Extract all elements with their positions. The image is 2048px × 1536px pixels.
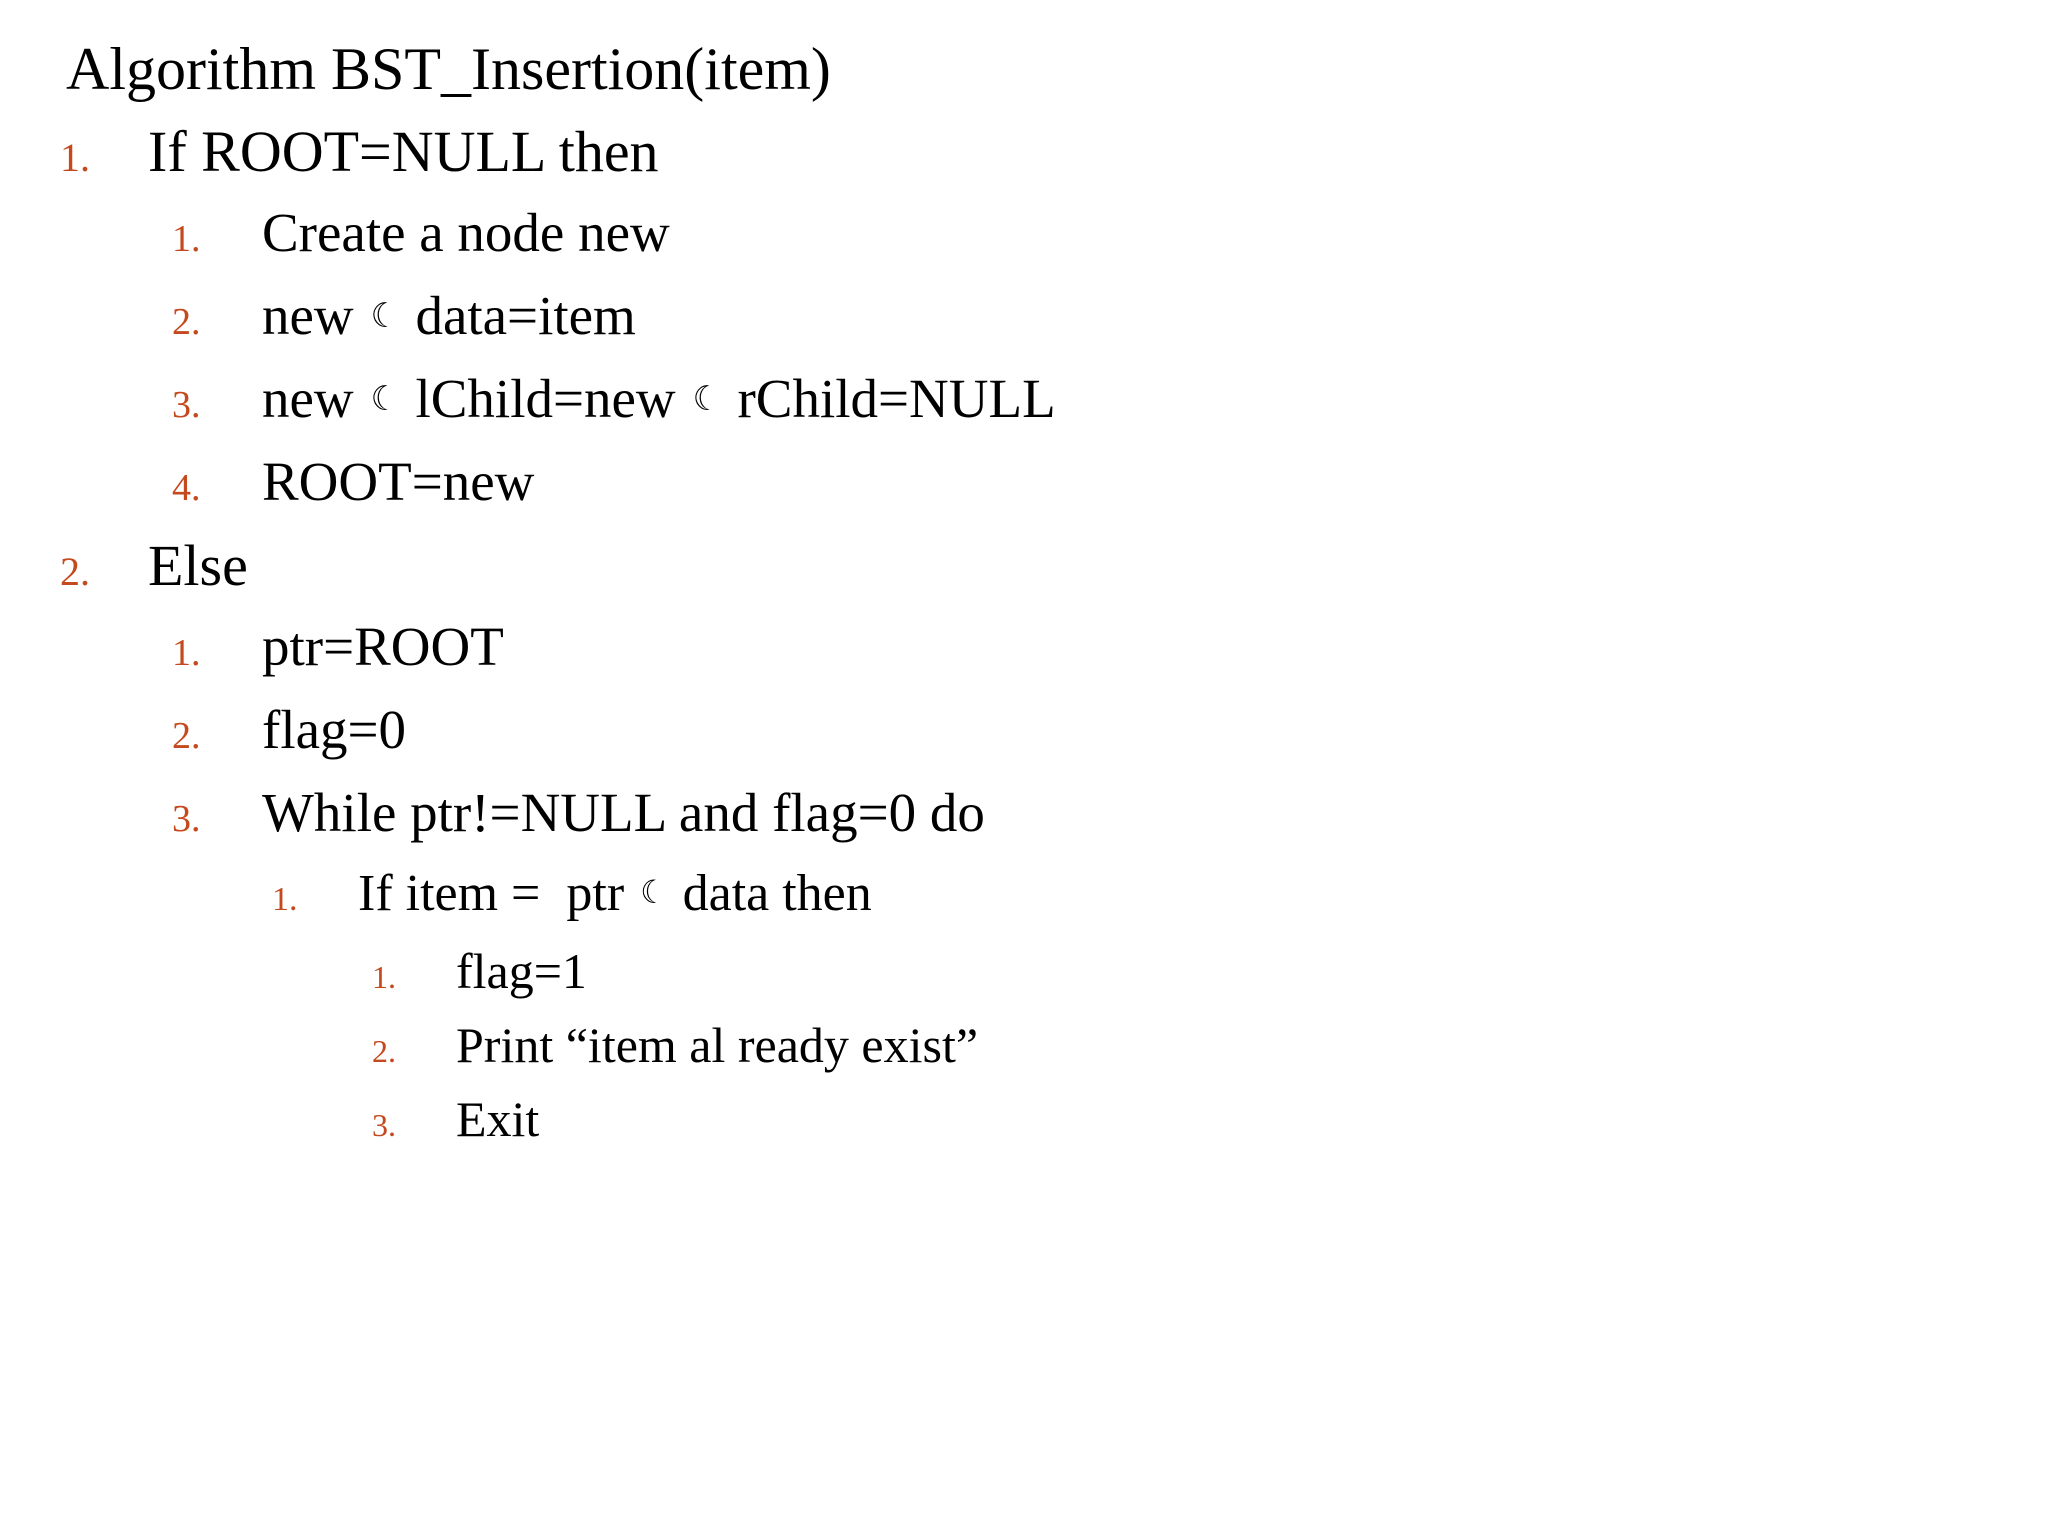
outline-item-text: Exit <box>456 1091 540 1147</box>
outline-item-text: While ptr!=NULL and flag=0 do <box>262 782 985 843</box>
outline-item-text: If item = ptr ☾ data then <box>358 865 872 922</box>
crescent-moon-icon: ☾ <box>692 378 721 419</box>
list-number: 3. <box>372 1107 396 1143</box>
outline-item: 1.If ROOT=NULL then <box>0 123 2048 181</box>
algorithm-title-line: Algorithm BST_Insertion(item) <box>0 38 2048 101</box>
outline-item-text: flag=1 <box>456 943 587 999</box>
outline-item: 4. ROOT=new <box>0 454 2048 509</box>
crescent-moon-icon: ☾ <box>640 872 667 911</box>
outline-item: 2. new ☾ data=item <box>0 288 2048 343</box>
list-number: 1. <box>172 632 201 674</box>
outline-item: 3. new ☾ lChild=new ☾ rChild=NULL <box>0 371 2048 426</box>
list-number: 2. <box>172 715 201 757</box>
list-number: 1. <box>172 218 201 260</box>
list-number: 1. <box>372 959 396 995</box>
outline-item-text: new ☾ lChild=new ☾ rChild=NULL <box>262 368 1056 429</box>
outline-item-text: ROOT=new <box>262 451 535 512</box>
outline-item-text: Else <box>148 533 248 598</box>
list-number: 3. <box>172 384 201 426</box>
list-number: 2. <box>172 301 201 343</box>
list-number: 1. <box>272 881 298 918</box>
outline-item-text: Create a node new <box>262 202 670 263</box>
outline-item-text: Print “item al ready exist” <box>456 1017 979 1073</box>
list-number: 1. <box>60 135 90 180</box>
outline-item: 3. While ptr!=NULL and flag=0 do <box>0 785 2048 840</box>
outline-item: 1. Create a node new <box>0 205 2048 260</box>
outline-item-text: ptr=ROOT <box>262 616 504 677</box>
outline-item: 2.Else <box>0 537 2048 595</box>
list-number: 4. <box>172 467 201 509</box>
crescent-moon-icon: ☾ <box>370 295 399 336</box>
outline-item: 1. ptr=ROOT <box>0 619 2048 674</box>
outline-item-text: flag=0 <box>262 699 407 760</box>
list-number: 3. <box>172 798 201 840</box>
outline-item: 2. Print “item al ready exist” <box>0 1020 2048 1070</box>
outline-item: 2. flag=0 <box>0 702 2048 757</box>
list-number: 2. <box>372 1033 396 1069</box>
list-number: 2. <box>60 549 90 594</box>
page-title: Algorithm BST_Insertion(item) <box>66 36 831 102</box>
outline-item: 1. If item = ptr ☾ data then <box>0 868 2048 920</box>
crescent-moon-icon: ☾ <box>370 378 399 419</box>
outline-item-text: new ☾ data=item <box>262 285 636 346</box>
outline-item-text: If ROOT=NULL then <box>148 119 659 184</box>
outline-item: 1. flag=1 <box>0 946 2048 996</box>
outline-item: 3. Exit <box>0 1094 2048 1144</box>
